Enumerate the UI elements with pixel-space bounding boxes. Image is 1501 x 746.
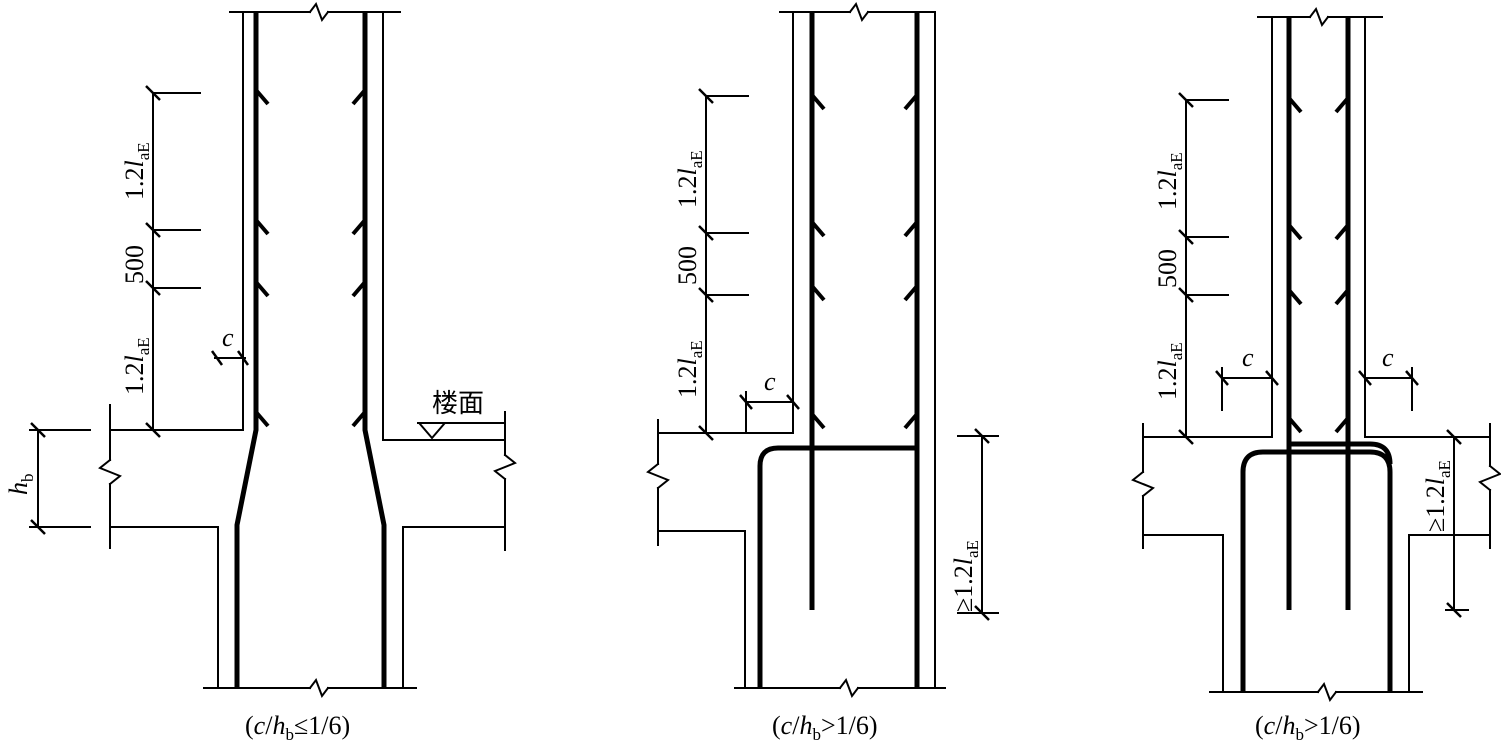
offset-label: c: [764, 367, 776, 396]
rebars-2: [757, 12, 920, 688]
dim-upper-lap: 1.2laE: [120, 142, 153, 200]
offset-label-left: c: [1242, 343, 1254, 372]
diagram-2: 1.2laE 500 1.2laE c ≥1.2laE (c/hb>1/6): [646, 1, 999, 744]
dim-gap-500: 500: [120, 245, 149, 284]
caption-1: (c/hb≤1/6): [245, 711, 350, 744]
diagram-1: 楼面 1.2laE 500 1.2laE: [4, 1, 517, 744]
offset-dim-1: c: [210, 323, 250, 366]
offset-dim-3-left: c: [1215, 343, 1279, 411]
dim-gap-500: 500: [673, 246, 702, 285]
offset-dim-3-right: c: [1358, 343, 1419, 411]
dim-lower-lap: 1.2laE: [120, 337, 153, 395]
floor-label: 楼面: [432, 389, 484, 418]
dim-upper-lap: 1.2laE: [1153, 152, 1186, 210]
caption-3: (c/hb>1/6): [1255, 711, 1361, 744]
anchor-length-label: ≥1.2laE: [949, 540, 982, 612]
concrete-outline-3: [1131, 6, 1501, 703]
beam-depth-label: hb: [4, 474, 37, 496]
rebars-3: [1240, 17, 1393, 692]
anchor-dim-3: ≥1.2laE: [1421, 429, 1469, 618]
offset-label: c: [222, 323, 234, 352]
offset-dim-2: c: [739, 367, 800, 434]
dimension-chain-3: 1.2laE 500 1.2laE: [1153, 92, 1229, 445]
dimension-chain-2: 1.2laE 500 1.2laE: [673, 88, 749, 441]
concrete-outline-1: [98, 1, 517, 699]
dim-lower-lap: 1.2laE: [673, 340, 706, 398]
beam-depth-dim: hb: [4, 422, 91, 535]
diagram-3: 1.2laE 500 1.2laE c c ≥1.2laE (c/hb>1/6): [1131, 6, 1501, 744]
rebars-1: [234, 12, 387, 688]
dim-upper-lap: 1.2laE: [673, 150, 706, 208]
dim-lower-lap: 1.2laE: [1153, 342, 1186, 400]
caption-2: (c/hb>1/6): [772, 711, 878, 744]
anchor-dim-2: ≥1.2laE: [949, 428, 999, 621]
anchor-length-label: ≥1.2laE: [1421, 460, 1454, 532]
offset-label-right: c: [1382, 343, 1394, 372]
dimension-chain-1: 1.2laE 500 1.2laE: [120, 85, 201, 438]
dim-gap-500: 500: [1153, 249, 1182, 288]
floor-level-mark: 楼面: [417, 389, 506, 440]
concrete-outline-2: [646, 1, 946, 699]
